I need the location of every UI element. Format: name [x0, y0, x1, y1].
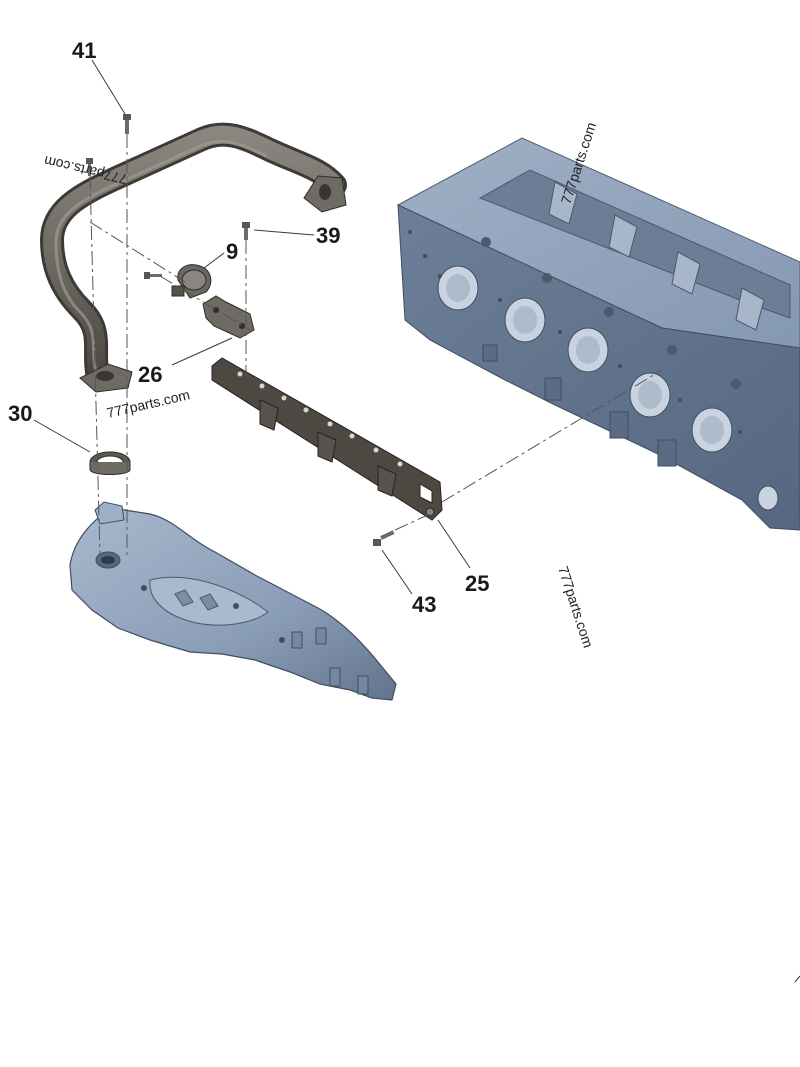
- leader-lines: [33, 59, 471, 595]
- gasket-plate-part: [211, 357, 443, 521]
- seal-ring-part: [89, 451, 131, 475]
- bolt-41-part: [123, 114, 131, 134]
- callout-30: 30: [8, 401, 32, 426]
- bolt-43-part: [373, 530, 395, 546]
- manifold-housing-part: [69, 501, 397, 701]
- callout-43: 43: [412, 592, 436, 617]
- edge-mark: [794, 975, 800, 983]
- bolt-clamp-part: [144, 272, 162, 279]
- pipe-part: [39, 122, 347, 393]
- callout-39: 39: [316, 223, 340, 248]
- engine-block-part: [396, 137, 800, 531]
- watermark-text: 777parts.com: [105, 386, 191, 421]
- callout-41: 41: [72, 38, 96, 63]
- bolt-pipe-upper-part: [86, 158, 93, 176]
- assembly-centerlines: [89, 134, 663, 557]
- callout-26: 26: [138, 362, 162, 387]
- callout-25: 25: [465, 571, 489, 596]
- clamp-part: [171, 264, 212, 299]
- watermark-text: 777parts.com: [555, 564, 596, 650]
- bolt-39-part: [242, 222, 250, 240]
- callout-9: 9: [226, 239, 238, 264]
